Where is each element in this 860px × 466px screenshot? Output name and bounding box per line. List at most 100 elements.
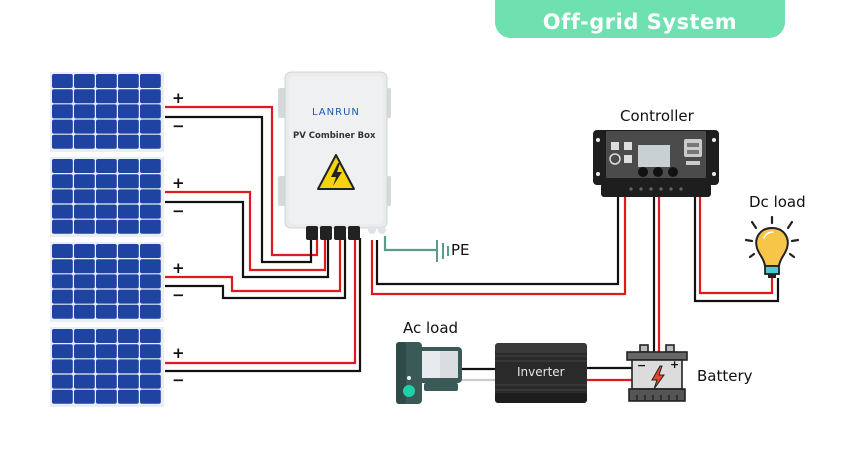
solar-cell bbox=[74, 74, 95, 88]
solar-cell bbox=[52, 329, 73, 343]
solar-cell bbox=[74, 329, 95, 343]
combiner-controller-positive-wire bbox=[370, 195, 627, 296]
solar-cell bbox=[52, 219, 73, 234]
solar-cell bbox=[52, 174, 73, 189]
solar-cell bbox=[52, 304, 73, 319]
panel-wires bbox=[165, 105, 362, 373]
solar-cell bbox=[74, 274, 95, 289]
panel-1-minus-sign: − bbox=[172, 117, 185, 135]
solar-cell bbox=[74, 344, 95, 359]
solar-cell bbox=[140, 374, 161, 389]
solar-cell bbox=[96, 289, 117, 304]
computer-icon bbox=[396, 342, 462, 404]
solar-cell bbox=[52, 104, 73, 119]
solar-cell bbox=[96, 119, 117, 134]
solar-cell bbox=[74, 304, 95, 319]
solar-cell bbox=[118, 289, 139, 304]
solar-cell bbox=[140, 289, 161, 304]
solar-cell bbox=[118, 134, 139, 149]
ground-wire bbox=[383, 236, 437, 252]
solar-cell bbox=[74, 289, 95, 304]
solar-panel-2 bbox=[50, 157, 164, 237]
solar-cell bbox=[96, 359, 117, 374]
solar-cell bbox=[52, 134, 73, 149]
solar-cell bbox=[74, 359, 95, 374]
solar-cell bbox=[118, 374, 139, 389]
solar-cell bbox=[74, 174, 95, 189]
solar-cell bbox=[52, 89, 73, 104]
controller-dcload-positive-wire bbox=[698, 195, 774, 295]
combiner-box-label: PV Combiner Box bbox=[293, 131, 376, 141]
title-text: Off-grid System bbox=[542, 10, 738, 34]
panel-3-plus-sign: + bbox=[172, 259, 185, 277]
solar-cell bbox=[74, 374, 95, 389]
solar-cell bbox=[140, 219, 161, 234]
solar-cell bbox=[118, 204, 139, 219]
solar-cell bbox=[118, 159, 139, 173]
solar-cell bbox=[140, 74, 161, 88]
solar-cell bbox=[140, 344, 161, 359]
solar-cell bbox=[52, 189, 73, 204]
pe-label: PE bbox=[451, 241, 470, 259]
solar-cell bbox=[52, 289, 73, 304]
solar-cell bbox=[52, 374, 73, 389]
solar-cell bbox=[52, 344, 73, 359]
solar-cell bbox=[74, 159, 95, 173]
system-wires bbox=[370, 195, 780, 382]
panel-3-negative-wire bbox=[165, 238, 347, 300]
title-banner: Off-grid System bbox=[495, 0, 785, 38]
battery-icon bbox=[626, 344, 688, 402]
solar-cell bbox=[140, 174, 161, 189]
solar-cell bbox=[140, 329, 161, 343]
solar-cell bbox=[96, 304, 117, 319]
solar-cell bbox=[118, 89, 139, 104]
solar-cell bbox=[118, 389, 139, 404]
solar-cell bbox=[74, 219, 95, 234]
solar-cell bbox=[52, 119, 73, 134]
solar-cell bbox=[140, 259, 161, 274]
solar-cell bbox=[118, 329, 139, 343]
solar-cell bbox=[118, 74, 139, 88]
solar-cell bbox=[96, 134, 117, 149]
solar-cell bbox=[140, 274, 161, 289]
panel-2-minus-sign: − bbox=[172, 202, 185, 220]
solar-cell bbox=[52, 359, 73, 374]
battery-minus-sign: − bbox=[637, 359, 647, 372]
solar-cell bbox=[118, 104, 139, 119]
solar-cell bbox=[74, 134, 95, 149]
solar-cell bbox=[74, 189, 95, 204]
inverter-label: Inverter bbox=[517, 365, 565, 379]
panel-2-positive-wire bbox=[165, 190, 327, 272]
solar-cell bbox=[96, 344, 117, 359]
solar-cell bbox=[96, 189, 117, 204]
solar-cell bbox=[140, 359, 161, 374]
solar-cell bbox=[140, 304, 161, 319]
solar-cell bbox=[96, 274, 117, 289]
combiner-controller-negative-wire bbox=[375, 195, 620, 286]
solar-cell bbox=[140, 244, 161, 258]
controller-label: Controller bbox=[620, 107, 694, 125]
solar-cell bbox=[118, 174, 139, 189]
lightbulb-icon bbox=[744, 215, 800, 278]
mc4-connectors bbox=[306, 226, 386, 240]
panel-4-positive-wire bbox=[165, 238, 357, 365]
solar-cell bbox=[74, 259, 95, 274]
solar-cell bbox=[74, 244, 95, 258]
panel-4-negative-wire bbox=[165, 238, 362, 373]
solar-cell bbox=[52, 244, 73, 258]
solar-cell bbox=[118, 274, 139, 289]
pv-combiner-box bbox=[278, 71, 391, 240]
solar-cell bbox=[52, 274, 73, 289]
solar-cell bbox=[140, 89, 161, 104]
ac-load-label: Ac load bbox=[403, 319, 459, 337]
combiner-brand-logo: LANRUN bbox=[312, 107, 360, 118]
solar-cell bbox=[140, 189, 161, 204]
panel-1-positive-wire bbox=[165, 105, 319, 257]
solar-cell bbox=[118, 119, 139, 134]
solar-cell bbox=[96, 259, 117, 274]
solar-cell bbox=[74, 204, 95, 219]
solar-cell bbox=[96, 244, 117, 258]
solar-cell bbox=[74, 119, 95, 134]
battery-plus-sign: + bbox=[670, 358, 680, 371]
